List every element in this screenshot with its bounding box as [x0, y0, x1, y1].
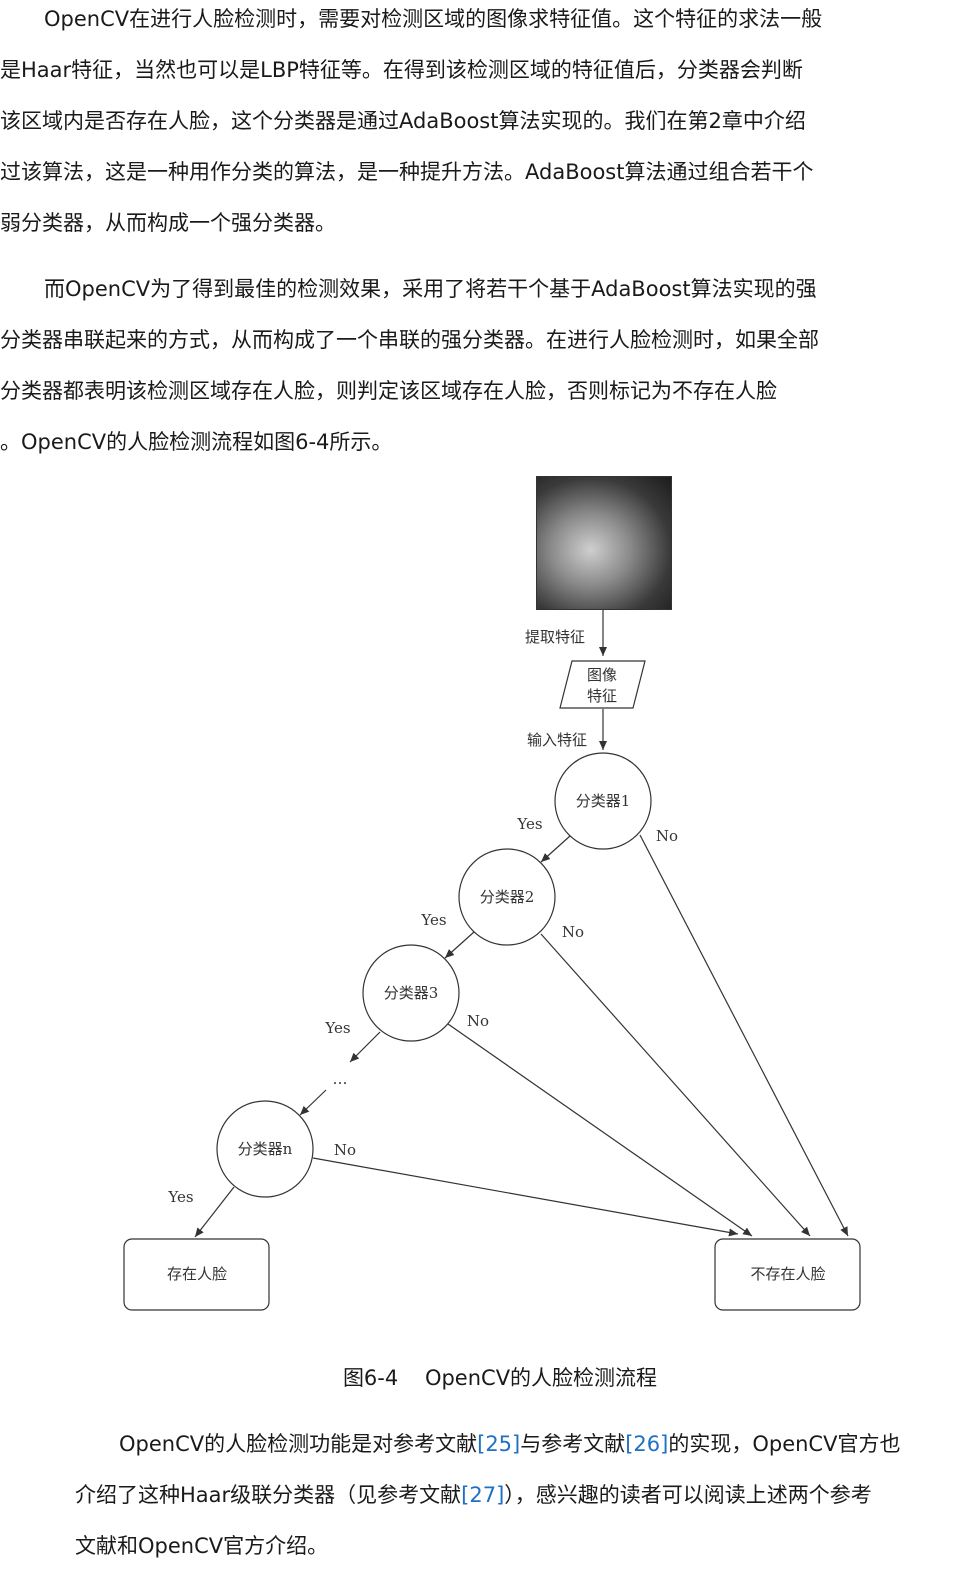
- text-line: 过该算法，这是一种用作分类的算法，是一种提升方法。AdaBoost算法通过组合若…: [0, 160, 814, 184]
- text-segment: 与参考文献: [520, 1432, 626, 1456]
- yes-arrow: [299, 1089, 327, 1116]
- yes-label: Yes: [420, 911, 446, 929]
- reference-link-26[interactable]: [26]: [625, 1432, 669, 1456]
- paragraph-references: OpenCV的人脸检测功能是对参考文献[25]与参考文献[26]的实现，Open…: [75, 1419, 955, 1572]
- no-label: No: [656, 827, 678, 845]
- text-line: 弱分类器，从而构成一个强分类器。: [0, 211, 336, 235]
- ellipsis-label: …: [333, 1070, 348, 1088]
- extract-feature-label: 提取特征: [525, 628, 585, 646]
- text-line: 是Haar特征，当然也可以是LBP特征等。在得到该检测区域的特征值后，分类器会判…: [0, 58, 803, 82]
- text-line: OpenCV在进行人脸检测时，需要对检测区域的图像求特征值。这个特征的求法一般: [44, 7, 823, 31]
- no-arrow: [639, 834, 849, 1237]
- classifier-3-label: 分类器3: [384, 984, 439, 1002]
- face-present-label: 存在人脸: [167, 1265, 227, 1283]
- classifier-3-node: [362, 944, 460, 1042]
- figure-caption: 图6-4 OpenCV的人脸检测流程: [342, 1366, 658, 1390]
- yes-arrow: [194, 1186, 235, 1238]
- classifier-n-label: 分类器n: [238, 1140, 293, 1158]
- yes-label: Yes: [324, 1019, 350, 1037]
- classifier-2-node: [458, 848, 556, 946]
- text-segment: 的实现，OpenCV官方也: [668, 1432, 901, 1456]
- paragraph-intro: OpenCV在进行人脸检测时，需要对检测区域的图像求特征值。这个特征的求法一般 …: [0, 0, 870, 249]
- text-line: 该区域内是否存在人脸，这个分类器是通过AdaBoost算法实现的。我们在第2章中…: [0, 109, 806, 133]
- no-label: No: [467, 1012, 489, 1030]
- text-line: OpenCV的人脸检测功能是对参考文献[25]与参考文献[26]的实现，Open…: [75, 1419, 955, 1470]
- yes-label: Yes: [167, 1188, 193, 1206]
- face-absent-label: 不存在人脸: [750, 1265, 825, 1283]
- classifier-1-label: 分类器1: [576, 792, 631, 810]
- classifier-n-node: [216, 1100, 314, 1198]
- face-detection-flow-diagram: 提取特征 图像 特征 输入特征 分类器1 分类器2 分类器3 分类器n … Ye…: [123, 609, 861, 1311]
- face-absent-box: [714, 1238, 861, 1311]
- text-segment: 介绍了这种Haar级联分类器（见参考文献: [75, 1483, 462, 1507]
- input-feature-label: 输入特征: [527, 731, 587, 749]
- reference-link-25[interactable]: [25]: [477, 1432, 521, 1456]
- no-arrow: [312, 1157, 739, 1237]
- text-segment: ），感兴趣的读者可以阅读上述两个参考: [504, 1483, 872, 1507]
- text-line: 介绍了这种Haar级联分类器（见参考文献[27]），感兴趣的读者可以阅读上述两个…: [75, 1470, 955, 1521]
- no-label: No: [562, 923, 584, 941]
- text-line: 而OpenCV为了得到最佳的检测效果，采用了将若干个基于AdaBoost算法实现…: [44, 277, 817, 301]
- paragraph-cascade: 而OpenCV为了得到最佳的检测效果，采用了将若干个基于AdaBoost算法实现…: [0, 264, 870, 468]
- feature-parallelogram: [559, 660, 646, 709]
- text-line: 文献和OpenCV官方介绍。: [75, 1534, 329, 1558]
- no-arrow: [447, 1023, 753, 1237]
- yes-arrow: [349, 1031, 381, 1063]
- no-arrow: [540, 933, 811, 1237]
- classifier-1-node: [554, 752, 652, 850]
- classifier-2-label: 分类器2: [480, 888, 535, 906]
- face-present-box: [123, 1238, 270, 1311]
- text-line: 。OpenCV的人脸检测流程如图6-4所示。: [0, 430, 393, 454]
- text-line: 分类器串联起来的方式，从而构成了一个串联的强分类器。在进行人脸检测时，如果全部: [0, 328, 819, 352]
- yes-label: Yes: [516, 815, 542, 833]
- reference-link-27[interactable]: [27]: [461, 1483, 505, 1507]
- feature-box-line2: 特征: [587, 687, 617, 705]
- yes-arrow: [444, 931, 475, 959]
- sample-face-photo: [536, 476, 672, 610]
- yes-arrow: [540, 835, 571, 863]
- no-label: No: [334, 1141, 356, 1159]
- text-segment: OpenCV的人脸检测功能是对参考文献: [119, 1432, 478, 1456]
- feature-box-line1: 图像: [587, 666, 617, 684]
- text-line: 分类器都表明该检测区域存在人脸，则判定该区域存在人脸，否则标记为不存在人脸: [0, 379, 777, 403]
